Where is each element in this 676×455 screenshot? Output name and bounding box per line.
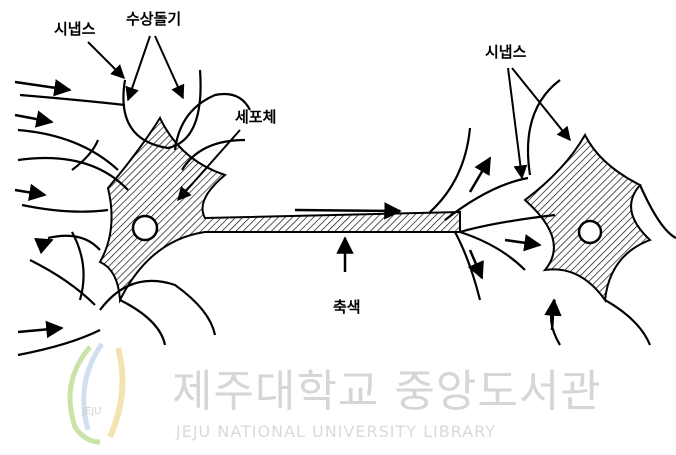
label-synapse-left: 시냅스	[54, 22, 95, 37]
logo-text: JEJU	[81, 406, 102, 417]
label-dendrite: 수상돌기	[126, 12, 181, 27]
label-cell-body: 세포체	[235, 110, 276, 125]
label-synapse-right: 시냅스	[485, 45, 526, 60]
watermark-subtitle: JEJU NATIONAL UNIVERSITY LIBRARY	[176, 424, 496, 440]
university-logo: JEJU	[60, 342, 140, 450]
right-cell-body	[525, 135, 650, 300]
watermark-title: 제주대학교 중앙도서관	[172, 370, 602, 414]
label-axon: 축색	[333, 300, 361, 315]
right-nucleus	[579, 221, 601, 243]
left-nucleus	[133, 216, 157, 240]
input-arrows	[15, 82, 70, 332]
